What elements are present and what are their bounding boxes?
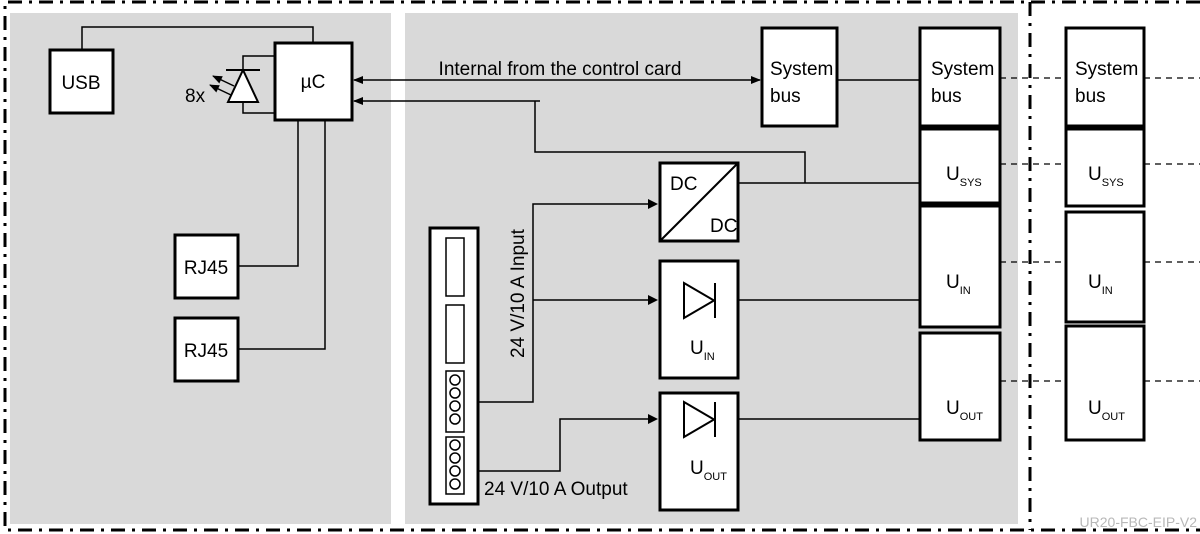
next-module-usys-label: USYS <box>1088 164 1124 189</box>
rj45-label-2: RJ45 <box>184 341 228 362</box>
rj45-box-2 <box>173 316 240 383</box>
module-column <box>918 26 1002 442</box>
diode-icon-in <box>658 259 740 380</box>
module-uout-label: UOUT <box>946 398 983 423</box>
uin-block-label: UIN <box>690 338 715 363</box>
dc-dc-converter-icon <box>658 161 740 243</box>
system-bus-box <box>760 26 839 128</box>
rj45-connection-1 <box>238 120 299 267</box>
connector-terminal-icon <box>428 226 480 506</box>
input-arrowhead <box>648 199 658 209</box>
system-bus-label-1: System <box>770 59 833 80</box>
output-line <box>478 418 655 472</box>
next-module-system-label: System <box>1075 59 1138 80</box>
usb-box <box>48 48 115 115</box>
internal-label: Internal from the control card <box>439 59 682 80</box>
input-line <box>478 203 655 403</box>
input-label: 24 V/10 A Input <box>508 228 529 358</box>
usys-feedback-line <box>534 101 806 183</box>
rj45-box-1 <box>173 233 240 300</box>
dc-bottom-label: DC <box>710 216 737 237</box>
led-icon <box>209 55 275 114</box>
rj45-connection-2 <box>238 120 326 350</box>
next-module-column <box>1064 26 1146 442</box>
uout-block-label: UOUT <box>690 458 727 483</box>
output-arrowhead <box>648 414 658 424</box>
next-module-uout-label: UOUT <box>1088 398 1125 423</box>
diode-icon-out <box>658 391 740 512</box>
rj45-label-1: RJ45 <box>184 258 228 279</box>
input-branch-arrowhead <box>648 295 658 305</box>
next-module-uin-label: UIN <box>1088 272 1113 297</box>
outer-frame <box>3 0 1200 532</box>
usb-connection <box>81 26 314 50</box>
microcontroller-label: µC <box>301 72 326 93</box>
module-bus-label: bus <box>931 86 962 107</box>
module-system-label: System <box>931 59 994 80</box>
module-uin-label: UIN <box>946 272 971 297</box>
led-count-label: 8x <box>185 86 206 107</box>
watermark: UR20-FBC-EIP-V2 <box>1080 514 1198 530</box>
microcontroller-box <box>273 41 354 122</box>
output-label: 24 V/10 A Output <box>484 479 628 500</box>
usb-label: USB <box>61 73 100 94</box>
system-bus-label-2: bus <box>770 86 801 107</box>
module-usys-label: USYS <box>946 164 982 189</box>
dc-top-label: DC <box>670 174 697 195</box>
next-module-bus-label: bus <box>1075 86 1106 107</box>
